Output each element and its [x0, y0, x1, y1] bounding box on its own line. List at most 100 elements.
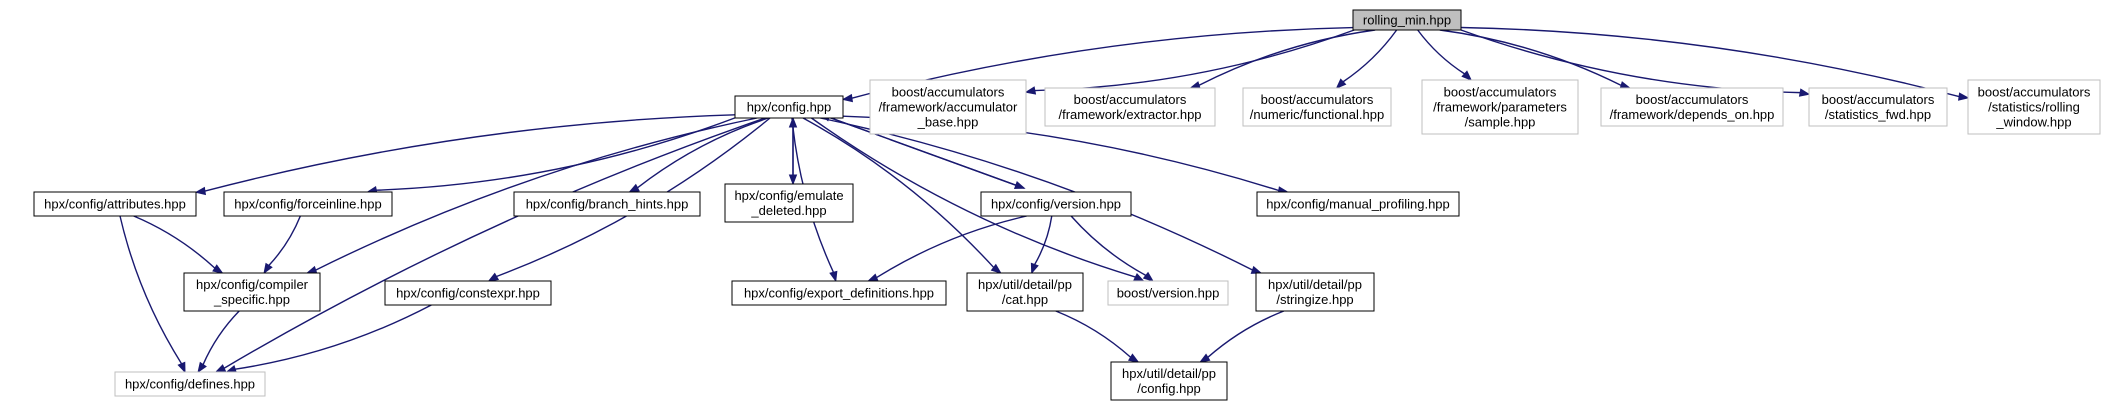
node-box-forceinline — [223, 191, 393, 217]
arrowhead-config-to-defines — [214, 364, 227, 373]
node-label-acc_base-line-0: boost/accumulators — [892, 85, 1005, 100]
node-label-root-line-0: rolling_min.hpp — [1363, 13, 1451, 28]
node-constexpr[interactable]: hpx/config/constexpr.hpp — [384, 280, 552, 306]
node-box-boost_version — [1107, 280, 1229, 306]
edge-config-to-attributes — [204, 114, 736, 192]
node-label-constexpr-line-0: hpx/config/constexpr.hpp — [396, 286, 540, 301]
node-forceinline[interactable]: hpx/config/forceinline.hpp — [223, 191, 393, 217]
node-label-sample-line-1: /framework/parameters — [1433, 100, 1567, 115]
node-box-attributes — [33, 191, 197, 217]
node-config[interactable]: hpx/config.hpp — [734, 95, 844, 119]
arrowhead-config-to-compiler_specific — [305, 265, 318, 274]
arrowhead-config-to-boost_version — [1133, 273, 1145, 282]
node-rolling_window: boost/accumulators/statistics/rolling_wi… — [1967, 79, 2101, 135]
node-box-version — [980, 191, 1132, 217]
node-label-rolling_window-line-0: boost/accumulators — [1978, 85, 2091, 100]
node-pp_config[interactable]: hpx/util/detail/pp/config.hpp — [1110, 361, 1228, 401]
node-branch_hints[interactable]: hpx/config/branch_hints.hpp — [513, 191, 701, 217]
node-extractor: boost/accumulators/framework/extractor.h… — [1044, 87, 1216, 127]
arrowhead-root-to-rolling_window — [1958, 92, 1970, 101]
node-label-forceinline-line-0: hpx/config/forceinline.hpp — [234, 197, 381, 212]
edge-root-to-functional — [1342, 29, 1398, 83]
node-label-rolling_window-line-2: _window.hpp — [1995, 115, 2071, 130]
node-label-functional-line-1: /numeric/functional.hpp — [1250, 107, 1384, 122]
node-label-stringize-line-1: /stringize.hpp — [1276, 292, 1353, 307]
node-box-emulate_deleted — [724, 183, 854, 223]
arrowhead-root-to-acc_base — [1024, 86, 1037, 95]
node-label-pp_cat-line-1: /cat.hpp — [1002, 292, 1048, 307]
node-box-export_definitions — [731, 280, 947, 306]
node-depends_on: boost/accumulators/framework/depends_on.… — [1600, 87, 1784, 127]
node-manual_profiling[interactable]: hpx/config/manual_profiling.hpp — [1256, 191, 1460, 217]
edge-version-to-config — [828, 116, 1025, 189]
arrowhead-config-to-constexpr — [487, 272, 500, 282]
edge-root-to-sample — [1417, 29, 1465, 75]
node-label-acc_base-line-2: _base.hpp — [917, 115, 979, 130]
arrowhead-root-to-stats_fwd — [1798, 88, 1811, 97]
node-export_definitions[interactable]: hpx/config/export_definitions.hpp — [731, 280, 947, 306]
node-label-version-line-0: hpx/config/version.hpp — [991, 197, 1121, 212]
arrowhead-root-to-sample — [1461, 70, 1473, 81]
node-label-sample-line-0: boost/accumulators — [1444, 85, 1557, 100]
node-label-manual_profiling-line-0: hpx/config/manual_profiling.hpp — [1266, 197, 1450, 212]
node-label-export_definitions-line-0: hpx/config/export_definitions.hpp — [744, 286, 934, 301]
edge-root-to-depends_on — [1439, 29, 1622, 86]
node-box-config — [734, 95, 844, 119]
node-stringize[interactable]: hpx/util/detail/pp/stringize.hpp — [1255, 272, 1375, 312]
arrowhead-pp_cat-to-pp_config — [1127, 353, 1140, 363]
node-box-root — [1352, 9, 1462, 31]
arrowhead-version-to-boost_version — [1142, 271, 1154, 282]
edge-attributes-to-defines — [119, 215, 183, 365]
node-functional: boost/accumulators/numeric/functional.hp… — [1242, 87, 1392, 127]
node-box-defines — [114, 371, 266, 397]
node-label-rolling_window-line-1: /statistics/rolling — [1988, 100, 2080, 115]
edge-attributes-to-compiler_specific — [133, 215, 216, 269]
arrowhead-config-to-pp_cat — [990, 263, 1002, 274]
arrowhead-compiler_specific-to-defines — [197, 361, 207, 374]
node-emulate_deleted[interactable]: hpx/config/emulate_deleted.hpp — [724, 183, 854, 223]
edge-constexpr-to-defines — [235, 304, 432, 370]
edge-config-to-compiler_specific — [315, 117, 758, 271]
node-label-compiler_specific-line-1: _specific.hpp — [213, 292, 290, 307]
node-box-pp_cat — [966, 272, 1084, 312]
edge-config-to-forceinline — [376, 117, 736, 191]
node-label-branch_hints-line-0: hpx/config/branch_hints.hpp — [526, 197, 689, 212]
node-label-config-line-0: hpx/config.hpp — [747, 100, 832, 115]
node-box-stats_fwd — [1808, 87, 1948, 127]
arrowhead-config-to-attributes — [194, 186, 207, 196]
node-box-constexpr — [384, 280, 552, 306]
node-attributes[interactable]: hpx/config/attributes.hpp — [33, 191, 197, 217]
arrowhead-forceinline-to-compiler_specific — [263, 262, 273, 275]
arrowhead-emulate_deleted-to-config — [788, 116, 798, 128]
edge-compiler_specific-to-defines — [202, 310, 240, 365]
node-label-extractor-line-1: /framework/extractor.hpp — [1058, 107, 1201, 122]
node-compiler_specific[interactable]: hpx/config/compiler_specific.hpp — [183, 272, 321, 312]
node-label-pp_config-line-0: hpx/util/detail/pp — [1122, 366, 1216, 381]
edge-config-to-pp_cat — [802, 117, 995, 268]
node-version[interactable]: hpx/config/version.hpp — [980, 191, 1132, 217]
node-label-stringize-line-0: hpx/util/detail/pp — [1268, 277, 1362, 292]
node-root[interactable]: rolling_min.hpp — [1352, 9, 1462, 31]
node-box-compiler_specific — [183, 272, 321, 312]
node-acc_base: boost/accumulators/framework/accumulator… — [869, 79, 1027, 135]
node-box-acc_base — [869, 79, 1027, 135]
edge-config-to-branch_hints — [637, 117, 769, 189]
edges-layer — [119, 26, 1970, 374]
node-box-functional — [1242, 87, 1392, 127]
node-boost_version: boost/version.hpp — [1107, 280, 1229, 306]
node-box-extractor — [1044, 87, 1216, 127]
node-box-sample — [1421, 79, 1579, 135]
node-label-extractor-line-0: boost/accumulators — [1074, 92, 1187, 107]
nodes-layer: rolling_min.hpp hpx/config.hpp boost/accum… — [33, 9, 2101, 401]
node-pp_cat[interactable]: hpx/util/detail/pp/cat.hpp — [966, 272, 1084, 312]
node-stats_fwd: boost/accumulators/statistics_fwd.hpp — [1808, 87, 1948, 127]
arrowhead-config-to-branch_hints — [628, 183, 640, 193]
edge-root-to-extractor — [1198, 29, 1376, 86]
arrowhead-version-to-pp_cat — [1030, 262, 1039, 275]
node-box-stringize — [1255, 272, 1375, 312]
node-label-compiler_specific-line-0: hpx/config/compiler — [196, 277, 309, 292]
arrowhead-root-to-functional — [1335, 78, 1347, 89]
arrowhead-stringize-to-pp_config — [1198, 353, 1211, 363]
edge-forceinline-to-compiler_specific — [268, 215, 302, 266]
